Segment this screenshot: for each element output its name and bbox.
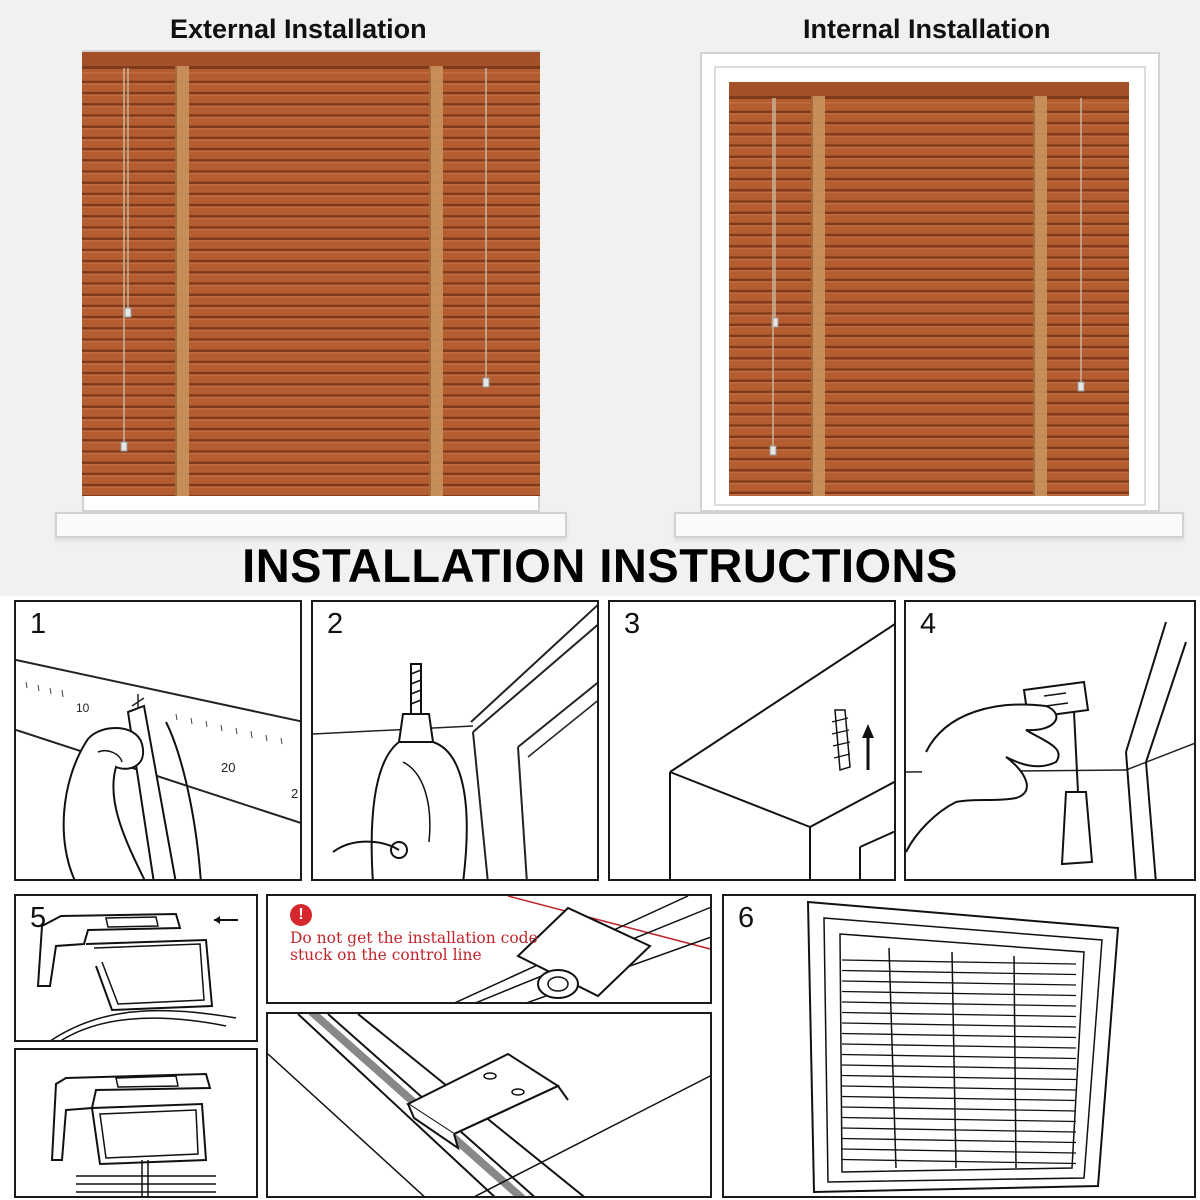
step-number-5: 5 xyxy=(30,902,47,934)
step-3-panel: 3 xyxy=(608,600,896,881)
warning-icon: ! xyxy=(290,904,312,926)
wall-anchor-illustration xyxy=(669,623,894,879)
step-number-1: 1 xyxy=(30,608,47,640)
wooden-blind-external xyxy=(82,52,540,496)
step-4-panel: 4 xyxy=(904,600,1196,881)
internal-installation-label: Internal Installation xyxy=(803,14,1051,44)
drill-illustration xyxy=(313,604,597,879)
step-1-panel: 10 20 2 1 xyxy=(14,600,302,881)
step-5-panel: 5 xyxy=(14,894,258,1042)
window-sill xyxy=(55,512,567,538)
blind-slats xyxy=(82,52,540,496)
step-number-3: 3 xyxy=(624,608,641,640)
bracket-screw-illustration xyxy=(906,621,1194,879)
ruler-mark-10: 10 xyxy=(76,701,90,715)
step-6-panel: 6 xyxy=(722,894,1196,1198)
warning-text: Do not get the installation code stuck o… xyxy=(290,930,590,964)
step-number-2: 2 xyxy=(327,608,344,640)
step-number-4: 4 xyxy=(920,608,937,640)
bracket-rail-panel xyxy=(266,1012,712,1198)
blind-slats xyxy=(729,82,1129,496)
installed-blind-illustration xyxy=(806,900,1120,1194)
warning-line-1: Do not get the installation code xyxy=(290,929,538,947)
step-5-clip-closed-panel xyxy=(14,1048,258,1198)
wooden-blind-internal xyxy=(729,82,1129,496)
page-title: INSTALLATION INSTRUCTIONS xyxy=(242,539,958,592)
control-line-illustration xyxy=(454,896,710,1002)
external-installation-label: External Installation xyxy=(170,14,427,44)
headrail-clip-closed-illustration xyxy=(50,1072,216,1196)
window-sill xyxy=(674,512,1184,538)
bracket-rail-illustration xyxy=(268,1014,710,1196)
headrail-clip-illustration xyxy=(36,912,238,1040)
step-2-panel: 2 xyxy=(311,600,599,881)
step-number-6: 6 xyxy=(738,902,755,934)
warning-line-2: stuck on the control line xyxy=(290,946,482,964)
warning-panel: ! Do not get the installation code stuck… xyxy=(266,894,712,1004)
ruler-mark-20: 20 xyxy=(221,760,235,775)
measure-mark-illustration: 10 20 2 xyxy=(16,659,300,879)
ruler-mark-2: 2 xyxy=(291,786,298,801)
